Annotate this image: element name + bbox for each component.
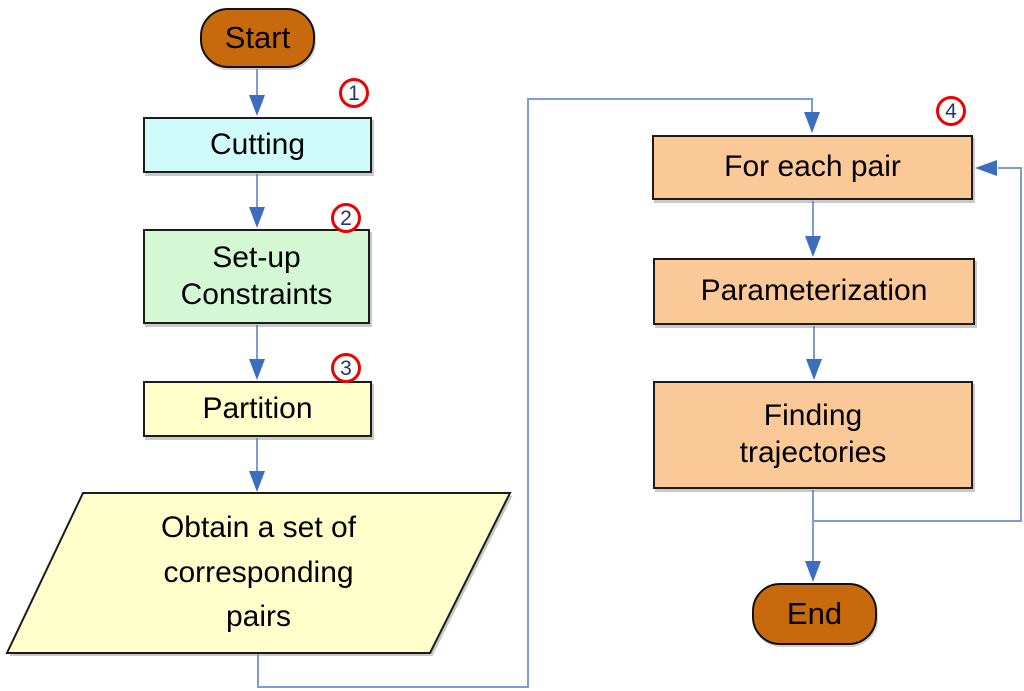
finding-line-2: trajectories (739, 436, 887, 469)
finding-trajectories-label: Finding trajectories (740, 398, 887, 471)
step-badge-4: 4 (936, 96, 966, 126)
obtain-pairs-label: Obtain a set of corresponding pairs (7, 493, 510, 653)
parameterization-label: Parameterization (700, 274, 928, 308)
connector-loop-finding-to-foreach (813, 167, 1022, 522)
step-1-number: 1 (348, 81, 360, 105)
arrowhead-into-parameterization (805, 236, 821, 257)
arrowhead-into-finding (806, 359, 822, 380)
setup-constraints-label: Set-up Constraints (181, 240, 333, 313)
setup-constraints-process-box: Set-up Constraints (143, 229, 370, 324)
arrowhead-into-setup (249, 207, 265, 228)
obtain-line-2: corresponding (163, 555, 354, 589)
end-label: End (786, 596, 843, 632)
obtain-line-3: pairs (225, 600, 292, 634)
step-4-number: 4 (945, 99, 957, 123)
step-badge-2: 2 (331, 203, 361, 233)
partition-label: Partition (202, 391, 313, 425)
parameterization-process-box: Parameterization (653, 258, 975, 325)
setup-line-1: Set-up (212, 240, 301, 274)
arrowhead-into-cutting (249, 95, 265, 116)
arrowhead-into-foreach-right (975, 160, 997, 176)
for-each-pair-label: For each pair (724, 150, 901, 184)
start-label: Start (224, 20, 291, 56)
finding-trajectories-process-box: Finding trajectories (653, 381, 973, 489)
cutting-label: Cutting (209, 127, 306, 161)
setup-line-2: Constraints (180, 277, 333, 311)
step-badge-1: 1 (339, 78, 369, 108)
arrowhead-into-partition (249, 359, 265, 380)
finding-line-1: Finding (763, 399, 863, 433)
step-3-number: 3 (340, 356, 352, 380)
obtain-line-1: Obtain a set of (160, 511, 357, 545)
step-2-number: 2 (340, 206, 352, 230)
obtain-parallelogram-shape (5, 492, 512, 654)
partition-process-box: Partition (143, 381, 372, 437)
arrowhead-into-obtain (249, 471, 265, 492)
arrowhead-into-end (805, 561, 821, 582)
for-each-pair-process-box: For each pair (652, 135, 973, 200)
cutting-process-box: Cutting (143, 117, 372, 173)
start-terminator: Start (200, 8, 315, 68)
end-terminator: End (752, 583, 877, 645)
connector-obtain-to-foreach (257, 98, 813, 688)
arrowhead-into-foreach-top (804, 112, 820, 133)
step-badge-3: 3 (331, 353, 361, 383)
